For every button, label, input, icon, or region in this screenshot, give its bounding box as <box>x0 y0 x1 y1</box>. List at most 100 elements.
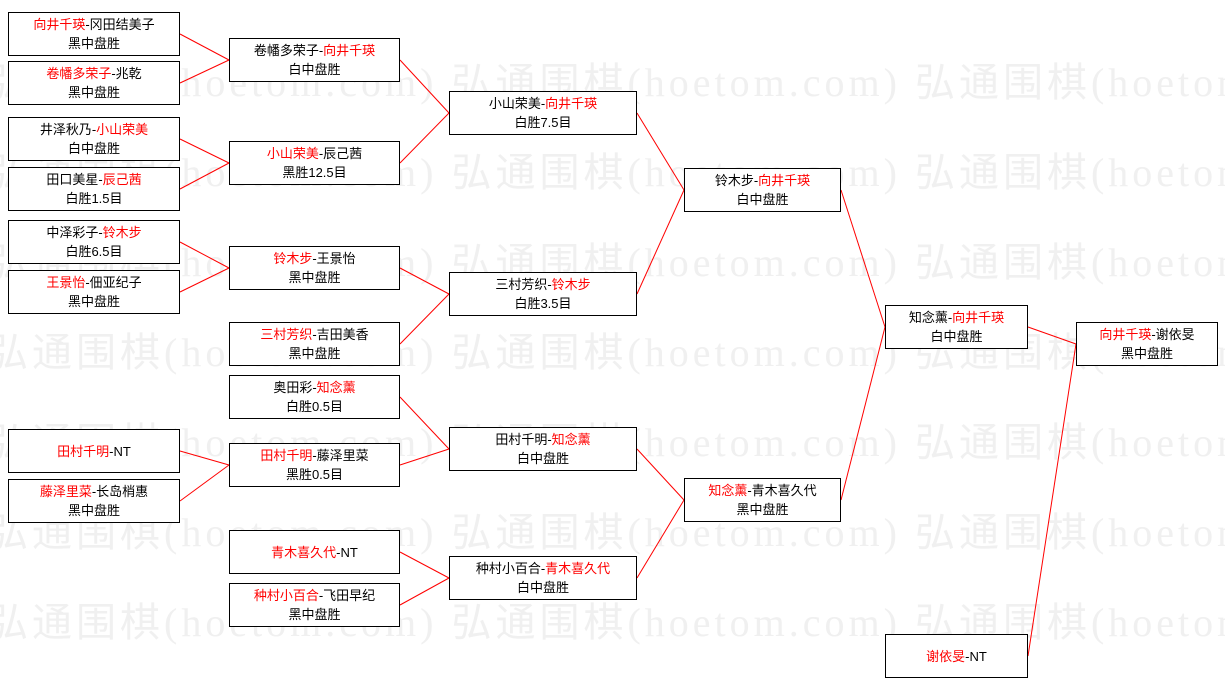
player2-name: NT <box>113 443 131 459</box>
players-line: 奥田彩-知念薰 <box>273 378 355 397</box>
match-box-r2m7: 青木喜久代-NT <box>229 530 400 574</box>
result-line: 黑中盘胜 <box>288 270 341 285</box>
player1-name: 王景怡 <box>46 275 86 290</box>
player1-name: 中泽彩子 <box>46 225 99 240</box>
name-separator: - <box>85 275 90 290</box>
name-separator: - <box>312 380 317 395</box>
player1-name: 种村小百合 <box>475 561 541 576</box>
players-line: 三村芳织-吉田美香 <box>260 325 368 344</box>
player1-name: 种村小百合 <box>253 588 319 603</box>
result-line: 白胜0.5目 <box>285 399 344 414</box>
watermark-text: 弘通围棋(hoetom.com) 弘通围棋(hoetom.com) 弘通围棋(h… <box>0 510 1225 555</box>
player2-name: NT <box>969 648 987 664</box>
player1-name: 青木喜久代 <box>271 544 337 560</box>
player2-name: 谢依旻 <box>1155 327 1195 342</box>
player2-name: NT <box>340 544 358 560</box>
players-line: 中泽彩子-铃木步 <box>46 223 141 242</box>
result-line: 白中盘胜 <box>288 62 341 77</box>
players-line: 王景怡-佃亚纪子 <box>46 273 141 292</box>
name-separator: - <box>98 172 103 187</box>
player1-name: 卷幡多荣子 <box>253 43 319 58</box>
result-line: 白胜7.5目 <box>514 115 572 130</box>
players-line: 田村千明-知念薰 <box>495 430 590 449</box>
name-separator: - <box>547 277 552 292</box>
match-box-r1m4: 田口美星-辰己茜白胜1.5目 <box>8 167 180 211</box>
match-box-r2m5: 奥田彩-知念薰白胜0.5目 <box>229 375 400 419</box>
player2-name: 小山荣美 <box>96 122 149 137</box>
players-line: 田村千明-NT <box>57 442 131 461</box>
players-line: 种村小百合-飞田早纪 <box>254 586 375 605</box>
player1-name: 井泽秋乃 <box>39 122 92 137</box>
result-line: 白胜1.5目 <box>65 191 123 206</box>
connector-line <box>399 551 450 579</box>
player2-name: 藤泽里菜 <box>316 448 369 463</box>
connector-line <box>179 59 230 84</box>
match-box-r2m2: 小山荣美-辰己茜黑胜12.5目 <box>229 141 400 185</box>
player1-name: 向井千瑛 <box>1099 327 1152 342</box>
result-line: 黑中盘胜 <box>67 36 120 51</box>
players-line: 铃木步-向井千瑛 <box>715 171 810 190</box>
match-box-r2m4: 三村芳织-吉田美香黑中盘胜 <box>229 322 400 366</box>
player1-name: 小山荣美 <box>266 146 319 161</box>
player2-name: 知念薰 <box>316 380 356 395</box>
connector-line <box>179 241 230 269</box>
player2-name: 辰己茜 <box>102 172 142 187</box>
player2-name: 冈田结美子 <box>89 17 155 32</box>
player2-name: 佃亚纪子 <box>89 275 142 290</box>
connector-line <box>636 189 685 295</box>
name-separator: - <box>109 443 114 459</box>
name-separator: - <box>312 251 317 266</box>
match-box-r4m2: 知念薰-青木喜久代黑中盘胜 <box>684 478 841 522</box>
player1-name: 三村芳织 <box>495 277 548 292</box>
connector-line <box>840 326 886 501</box>
connector-line <box>399 59 450 114</box>
connector-line <box>399 267 450 295</box>
connector-line <box>179 33 230 61</box>
name-separator: - <box>318 146 324 161</box>
name-separator: - <box>312 327 317 342</box>
player2-name: 辰己茜 <box>323 146 363 161</box>
result-line: 黑中盘胜 <box>67 85 120 100</box>
players-line: 小山荣美-向井千瑛 <box>489 94 597 113</box>
result-line: 白胜3.5目 <box>514 296 572 311</box>
result-line: 白中盘胜 <box>67 141 120 156</box>
name-separator: - <box>547 432 552 447</box>
match-box-r2m1: 卷幡多荣子-向井千瑛白中盘胜 <box>229 38 400 82</box>
connector-line <box>1027 343 1077 657</box>
match-box-r1m6: 王景怡-佃亚纪子黑中盘胜 <box>8 270 180 314</box>
match-box-r3m1: 小山荣美-向井千瑛白胜7.5目 <box>449 91 637 135</box>
result-line: 黑中盘胜 <box>67 503 120 518</box>
match-box-r1m5: 中泽彩子-铃木步白胜6.5目 <box>8 220 180 264</box>
name-separator: - <box>85 17 90 32</box>
player1-name: 向井千瑛 <box>33 17 86 32</box>
connector-line <box>636 112 685 191</box>
result-line: 黑中盘胜 <box>288 346 341 361</box>
match-box-r3m4: 种村小百合-青木喜久代白中盘胜 <box>449 556 637 600</box>
result-line: 白中盘胜 <box>516 451 569 466</box>
name-separator: - <box>747 483 752 498</box>
player2-name: 向井千瑛 <box>758 173 811 188</box>
player1-name: 卷幡多荣子 <box>46 66 112 81</box>
name-separator: - <box>336 544 341 560</box>
players-line: 青木喜久代-NT <box>271 543 358 562</box>
players-line: 知念薰-青木喜久代 <box>708 481 816 500</box>
connector-line <box>636 448 685 501</box>
players-line: 向井千瑛-冈田结美子 <box>33 15 154 34</box>
name-separator: - <box>540 96 546 111</box>
player2-name: 飞田早纪 <box>323 588 376 603</box>
result-line: 黑中盘胜 <box>288 607 341 622</box>
name-separator: - <box>318 588 324 603</box>
result-line: 黑中盘胜 <box>1120 346 1173 361</box>
players-line: 向井千瑛-谢依旻 <box>1099 325 1194 344</box>
player2-name: 向井千瑛 <box>952 310 1005 325</box>
player1-name: 小山荣美 <box>488 96 541 111</box>
players-line: 种村小百合-青木喜久代 <box>476 559 610 578</box>
match-box-r2m8: 种村小百合-飞田早纪黑中盘胜 <box>229 583 400 627</box>
player2-name: 向井千瑛 <box>323 43 376 58</box>
player1-name: 藤泽里菜 <box>39 484 92 499</box>
player2-name: 青木喜久代 <box>751 483 817 498</box>
name-separator: - <box>947 310 953 325</box>
player2-name: 兆乾 <box>115 66 142 81</box>
result-line: 黑中盘胜 <box>736 502 789 517</box>
